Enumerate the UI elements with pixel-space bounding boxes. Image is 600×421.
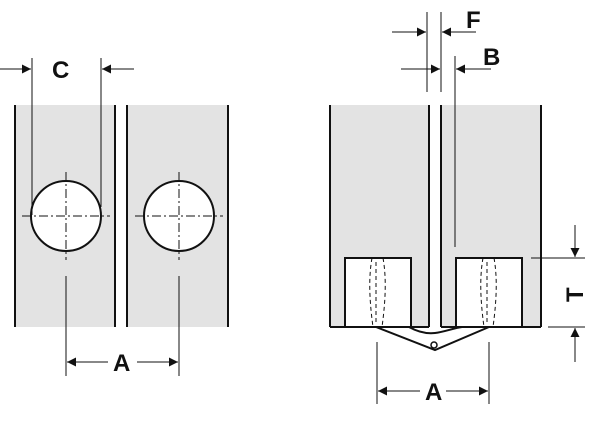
label-t: T	[562, 287, 589, 302]
hinge-pivot	[430, 341, 438, 349]
hidden-screws	[369, 257, 497, 328]
dimension-a-left	[65, 276, 180, 376]
hinge-cup-left	[344, 257, 412, 328]
left-centerlines	[22, 172, 223, 260]
label-b: B	[483, 44, 500, 71]
label-c: C	[52, 57, 69, 84]
dimension-a-right	[376, 342, 490, 404]
dimension-t	[531, 225, 585, 362]
hinge-link	[375, 326, 490, 352]
label-f: F	[466, 7, 481, 34]
dimension-c	[0, 58, 134, 215]
right-view	[329, 105, 542, 328]
dimension-f	[392, 12, 476, 92]
label-a-right: A	[425, 379, 442, 406]
label-a-left: A	[113, 350, 130, 377]
hinge-cup-right	[455, 257, 523, 328]
dimension-b	[401, 56, 491, 247]
